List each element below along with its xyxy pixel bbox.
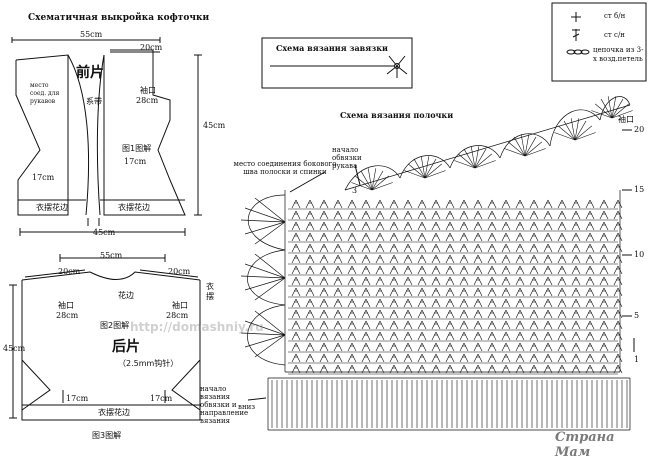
annotation-start-sleeve: начало обвязки рукава <box>332 146 362 170</box>
back-figure-label: 图3图解 <box>92 431 122 440</box>
row-5: 5 <box>634 311 640 320</box>
site-logo: Страна Мам <box>555 430 615 460</box>
row-20: 20 <box>634 125 645 134</box>
front-pattern-outline <box>11 37 202 236</box>
front-piece-title: 前片 <box>76 65 104 81</box>
back-hook-size: （2.5mm钩针） <box>118 359 179 368</box>
annotation-direction: вниз <box>238 403 256 411</box>
row-10: 10 <box>634 250 645 259</box>
front-sleeve-label: 袖口 <box>140 86 156 95</box>
shelf-chart-title: Схема вязания полочки <box>340 110 454 120</box>
front-width-top: 55cm <box>80 30 103 39</box>
ribbing-lines <box>271 380 628 428</box>
stitch-rows <box>288 199 623 375</box>
back-hem-side-label: 衣摆 <box>206 282 214 301</box>
back-height: 45cm <box>3 344 26 353</box>
front-hem-right: 衣摆花边 <box>118 203 150 212</box>
chart-cuff-label: 袖口 <box>618 115 634 124</box>
front-hem-left: 衣摆花边 <box>36 203 68 212</box>
pattern-title: Схематичная выкройка кофточки <box>28 13 210 23</box>
front-width-bottom: 45cm <box>93 228 116 237</box>
front-lower-right: 17cm <box>124 157 147 166</box>
legend-outline <box>551 2 647 82</box>
legend-dc: ст с/н <box>604 31 625 39</box>
back-piece-title: 后片 <box>112 339 140 355</box>
front-height: 45cm <box>203 121 226 130</box>
front-sleeve-size: 28cm <box>136 96 159 105</box>
back-shoulder-right: 20cm <box>168 267 191 276</box>
stitch-chart-grid <box>240 96 631 431</box>
back-sleeve-right-label: 袖口 <box>172 301 188 310</box>
front-side-note: место соед. для рукавов <box>30 82 60 105</box>
watermark-url: http://domashniy.ru <box>130 320 264 334</box>
row-1: 1 <box>634 355 640 364</box>
annotation-start-knit: начало вязания обвязки и направление вяз… <box>200 385 249 425</box>
back-sleeve-left-size: 28cm <box>56 311 79 320</box>
back-hem-label: 衣摆花边 <box>98 408 130 417</box>
legend-sc: ст б/н <box>604 12 626 20</box>
row-15: 15 <box>634 185 645 194</box>
top-fan-spokes <box>351 96 633 191</box>
annotation-join: место соединения бокового шва полоски и … <box>233 160 337 176</box>
front-tie-label: 系带 <box>86 97 102 106</box>
legend-chain: цепочка из 3-х возд.петель <box>593 46 644 63</box>
back-lower-right: 17cm <box>150 394 173 403</box>
back-shoulder-left: 20cm <box>58 267 81 276</box>
front-lower-left: 17cm <box>32 173 55 182</box>
tie-box-title: Схема вязания завязки <box>276 43 388 53</box>
back-pattern-outline <box>9 254 201 421</box>
front-figure-label: 图1图解 <box>122 144 152 153</box>
back-lower-left: 17cm <box>66 394 89 403</box>
back-sleeve-right-size: 28cm <box>166 311 189 320</box>
front-shoulder-width: 20cm <box>140 43 163 52</box>
back-figure-mid: 图2图解 <box>100 321 130 330</box>
tie-box-outline <box>261 37 413 89</box>
back-sleeve-left-label: 袖口 <box>58 301 74 310</box>
chart-num-3: 3 <box>352 186 358 195</box>
diagram-art <box>9 2 647 431</box>
back-width-top: 55cm <box>100 251 123 260</box>
back-collar-label: 花边 <box>118 291 134 300</box>
